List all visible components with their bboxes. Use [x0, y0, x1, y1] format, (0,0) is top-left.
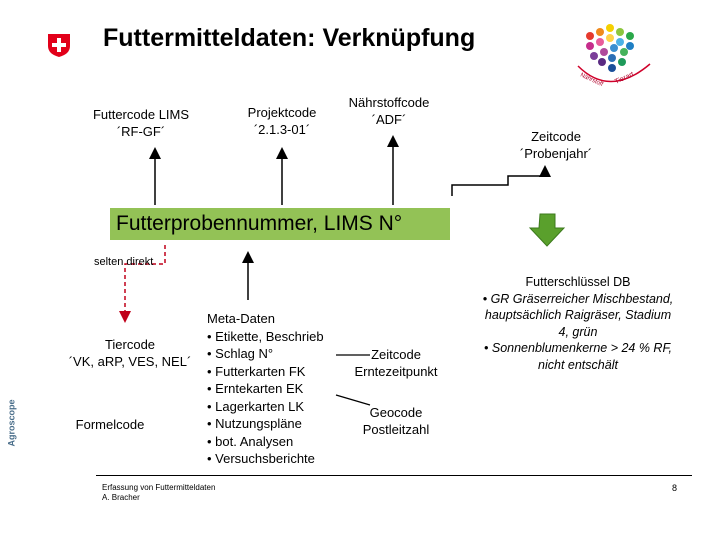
footer-divider	[96, 475, 692, 476]
swiss-cross-icon	[48, 34, 70, 57]
footer-text: Erfassung von Futtermitteldaten A. Brach…	[102, 483, 216, 502]
formelcode-label: Formelcode	[75, 417, 145, 432]
green-arrow-icon	[528, 213, 566, 247]
tiercode-label: Tiercode´VK, aRP, VES, NEL´	[68, 337, 192, 369]
projektcode-label: Projektcode´2.1.3-01´	[247, 105, 317, 137]
list-item: • Nutzungspläne	[207, 416, 302, 431]
color-cube-logo: Nährstoff Tierart	[577, 24, 651, 88]
page-number: 8	[672, 483, 678, 493]
futtercode-lims-label: Futtercode LIMS´RF-GF´	[92, 107, 190, 139]
futterprobennummer-banner: Futterprobennummer, LIMS N°	[110, 208, 450, 240]
list-item: • Schlag N°	[207, 346, 274, 361]
list-item: • Erntekarten EK	[207, 381, 304, 396]
list-item: • Futterkarten FK	[207, 363, 306, 379]
futterschluessel-db: Futterschlüssel DB • GR Gräserreicher Mi…	[482, 275, 674, 372]
list-item: • Lagerkarten LK	[207, 398, 305, 414]
arrow-zeitcode	[451, 165, 551, 196]
meta-daten-title: Meta-Daten	[207, 311, 275, 326]
list-item: • Versuchsberichte	[207, 451, 315, 466]
selten-direkt-label: selten direkt	[94, 256, 154, 268]
zeitcode-label: Zeitcode´Probenjahr´	[519, 129, 593, 161]
line-geocode	[335, 394, 371, 406]
page-title: Futtermitteldaten: Verknüpfung	[103, 24, 476, 52]
meta-daten-list: Meta-Daten • Etikette, Beschrieb • Schla…	[207, 310, 324, 468]
naehrstoffcode-label: Nährstoffcode´ADF´	[348, 95, 430, 127]
arrow-selten-direkt	[119, 245, 166, 323]
list-item: • Etikette, Beschrieb	[207, 328, 324, 344]
list-item: • bot. Analysen	[207, 433, 294, 449]
agroscope-brand: Agroscope	[6, 399, 17, 447]
